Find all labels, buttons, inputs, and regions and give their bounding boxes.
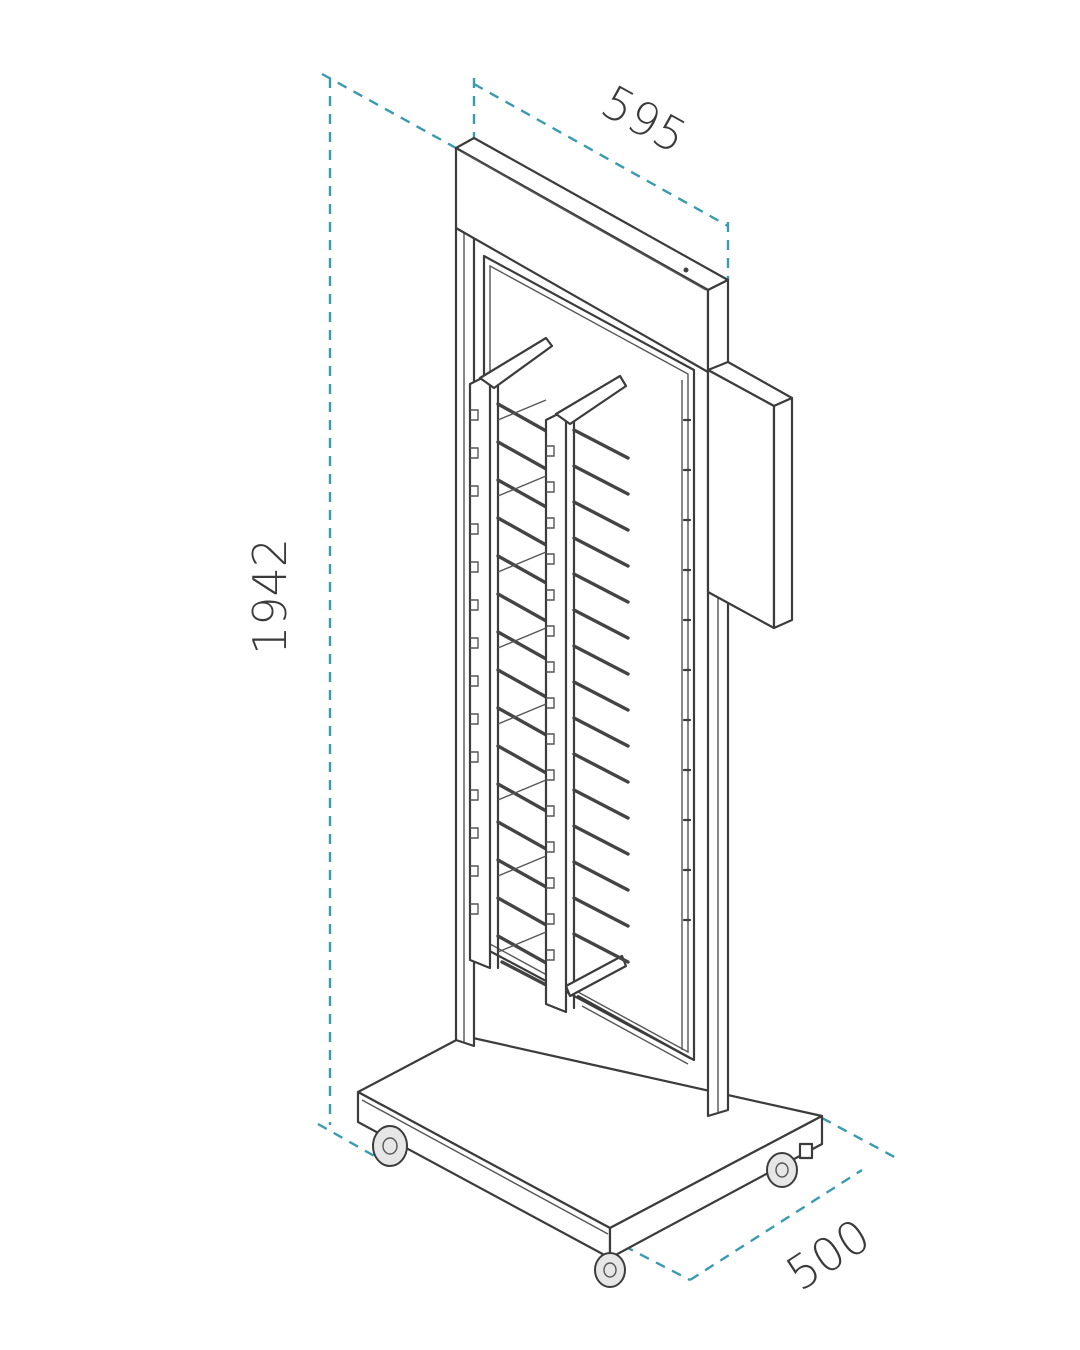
caster-wheels [372,1125,814,1288]
caster-front-left [372,1125,408,1167]
height-dimension: 1942 [243,72,457,1168]
side-sign-panel [706,360,794,630]
caster-back-right [766,1152,798,1188]
right-hooks [572,428,630,964]
header-screw-icon [683,267,689,273]
height-label: 1942 [243,538,297,655]
rail-slots [682,418,692,922]
right-hook-rack [497,374,630,1014]
base-platform [356,1034,824,1260]
left-notches [470,409,479,915]
left-hook-rack [468,336,554,990]
left-hooks [496,402,550,966]
depth-label: 500 [777,1208,880,1301]
width-label: 595 [593,74,696,164]
rack-cross-bars [497,399,547,953]
caster-back-left [798,1142,814,1160]
header-panel [454,136,730,374]
right-notches [546,445,555,961]
caster-front-right [594,1252,626,1288]
